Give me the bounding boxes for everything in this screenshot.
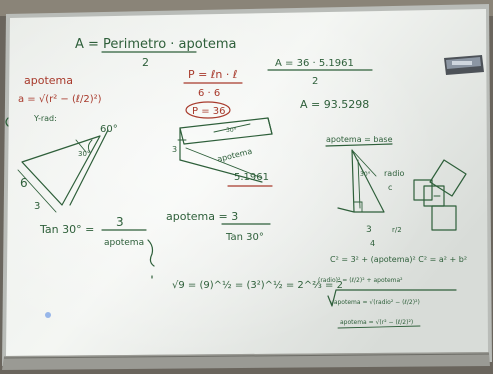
yrad-note: Y-rad: [33,114,57,123]
pyth-3: √apotema = √(radio² − (ℓ/2)²) [330,299,420,306]
calc-area-den: 2 [312,76,318,87]
apotema-formula: a = √(r² − (ℓ/2)²) [18,94,102,105]
side-3-rect-label: 3 [172,145,177,154]
apotema-eq: apotema = 3 [166,210,238,223]
tan-eq-left: Tan 30° = [39,223,94,236]
frac-r2-label: r/2 [392,226,402,234]
pyth-4: apotema = √(r² − (ℓ/2)²) [340,319,413,326]
angle-30-label: 30° [78,150,90,158]
triangle-sketch-left [17,129,109,213]
apotema-eq-den: Tan 30° [225,232,264,243]
angle-60-label: 60° [100,124,118,135]
apotema-rectangle-sketch [177,117,273,183]
pyth-2: (radio)² = (ℓ/2)² + apotema² [318,277,403,284]
perimetro-formula: P = ℓn · ℓ [188,68,237,81]
pyth-1: C² = 3² + (apotema)² C² = a² + b² [330,255,467,264]
angle-30-right-label: 30° [360,171,371,178]
radio-label: radio [384,169,404,178]
side-6-label: 6 [20,176,28,190]
apotema-title: apotema [24,74,73,87]
side-3-right-label: 3 [366,225,372,235]
perimetro-calc: 6 · 6 [198,88,220,99]
tan-eq-den: apotema [104,238,144,248]
pythagoras-squares-sketch [413,159,467,231]
side-4-label: 4 [370,239,375,248]
root-chain: √9 = (9)^½ = (3²)^½ = 2^⅔ = 2 [172,279,343,291]
calc-area-text: A = 36 · 5.1961 [275,58,354,69]
formula-area-den: 2 [142,56,149,69]
perimetro-result: P = 36 [192,106,226,117]
board-eraser [444,55,484,75]
formula-area-text: A = Perimetro · apotema [75,37,236,52]
tan-eq-num: 3 [116,215,124,229]
side-3-label: 3 [34,201,40,212]
apotema-base-label: apotema = base [326,135,393,144]
result-area-text: A = 93.5298 [300,98,369,111]
angle-30-rect-label: 30° [226,127,237,134]
right-triangle-sketch [337,149,385,213]
side-c-label: c [388,183,392,192]
apotema-value: 5.1961 [234,172,269,183]
